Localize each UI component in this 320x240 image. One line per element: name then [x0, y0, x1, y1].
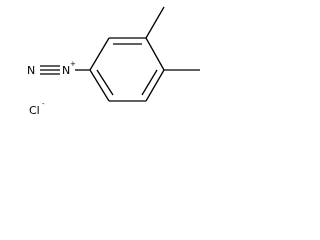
- charge-label-negative: -: [42, 100, 45, 108]
- chemical-structure: N N + Cl -: [27, 6, 200, 117]
- ring-bond-c1-c2: [89, 37, 110, 71]
- atom-label-n-inner: N: [62, 64, 70, 77]
- ring-bond-c6-c1: [89, 69, 110, 102]
- ring-bond-c3-c4: [145, 37, 165, 71]
- ring-double-bond-c6-c1: [96, 69, 114, 96]
- charge-label-positive: +: [70, 60, 76, 68]
- ring-double-bond-c4-c5: [141, 69, 158, 96]
- counter-ion-label: Cl: [29, 104, 40, 117]
- atom-label-n-terminal: N: [27, 64, 35, 77]
- methyl-bond-c3: [145, 6, 165, 39]
- ring-bond-c4-c5: [145, 69, 165, 102]
- benzene-ring: [89, 37, 165, 102]
- diazonium-triple-bond: [40, 65, 60, 75]
